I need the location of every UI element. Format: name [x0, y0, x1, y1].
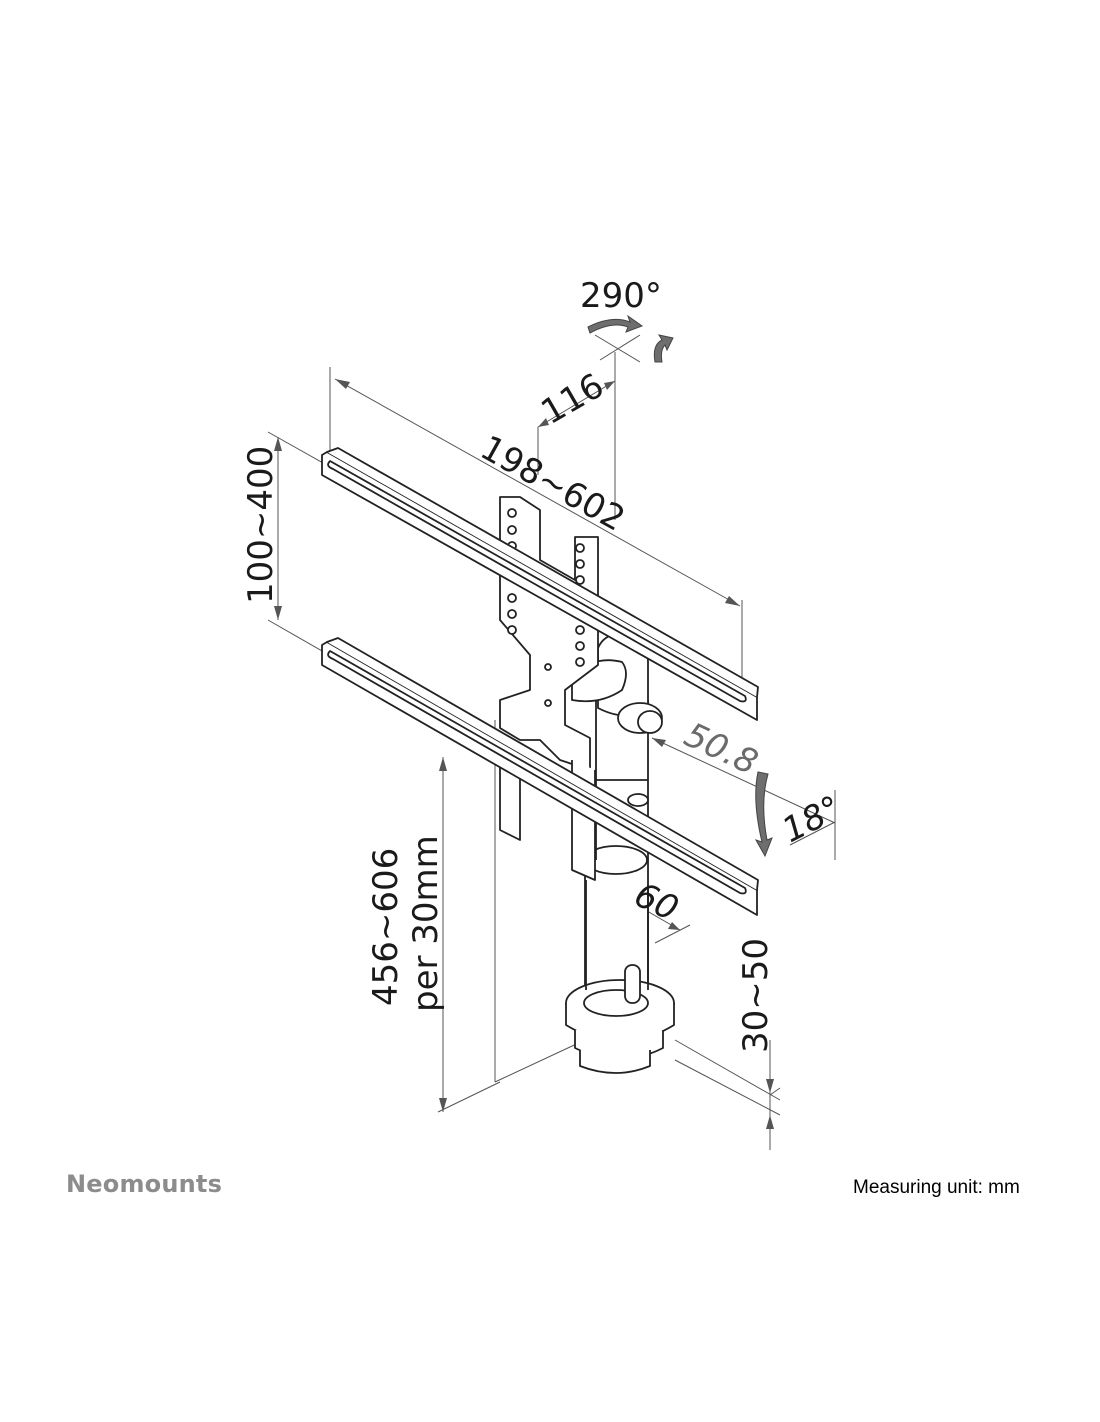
tilt-label: 18° — [776, 788, 848, 851]
swivel-label: 290° — [580, 276, 662, 316]
brand-logo: Neomounts — [66, 1170, 223, 1198]
desk-thickness-label: 30~50 — [736, 938, 776, 1053]
vesa-height-label: 100~400 — [241, 446, 281, 604]
dimension-arrowheads — [274, 379, 774, 1129]
lower-vesa-arm — [321, 637, 759, 916]
swivel-arrow-icon — [587, 314, 644, 334]
pole-offset-label: 50.8 — [678, 715, 764, 783]
height-step-label: per 30mm — [406, 835, 446, 1012]
pole-front — [585, 880, 649, 990]
rotate-arrow-icon — [653, 334, 674, 363]
vesa-width-label: 198~602 — [474, 428, 632, 540]
measuring-unit-note: Measuring unit: mm — [853, 1177, 1020, 1198]
dimension-lines — [267, 334, 836, 1150]
tilt-arrow-icon — [754, 771, 773, 858]
height-range-label: 456~606 — [366, 848, 406, 1006]
mount-outline — [565, 632, 675, 1074]
upper-vesa-arm — [321, 447, 759, 721]
